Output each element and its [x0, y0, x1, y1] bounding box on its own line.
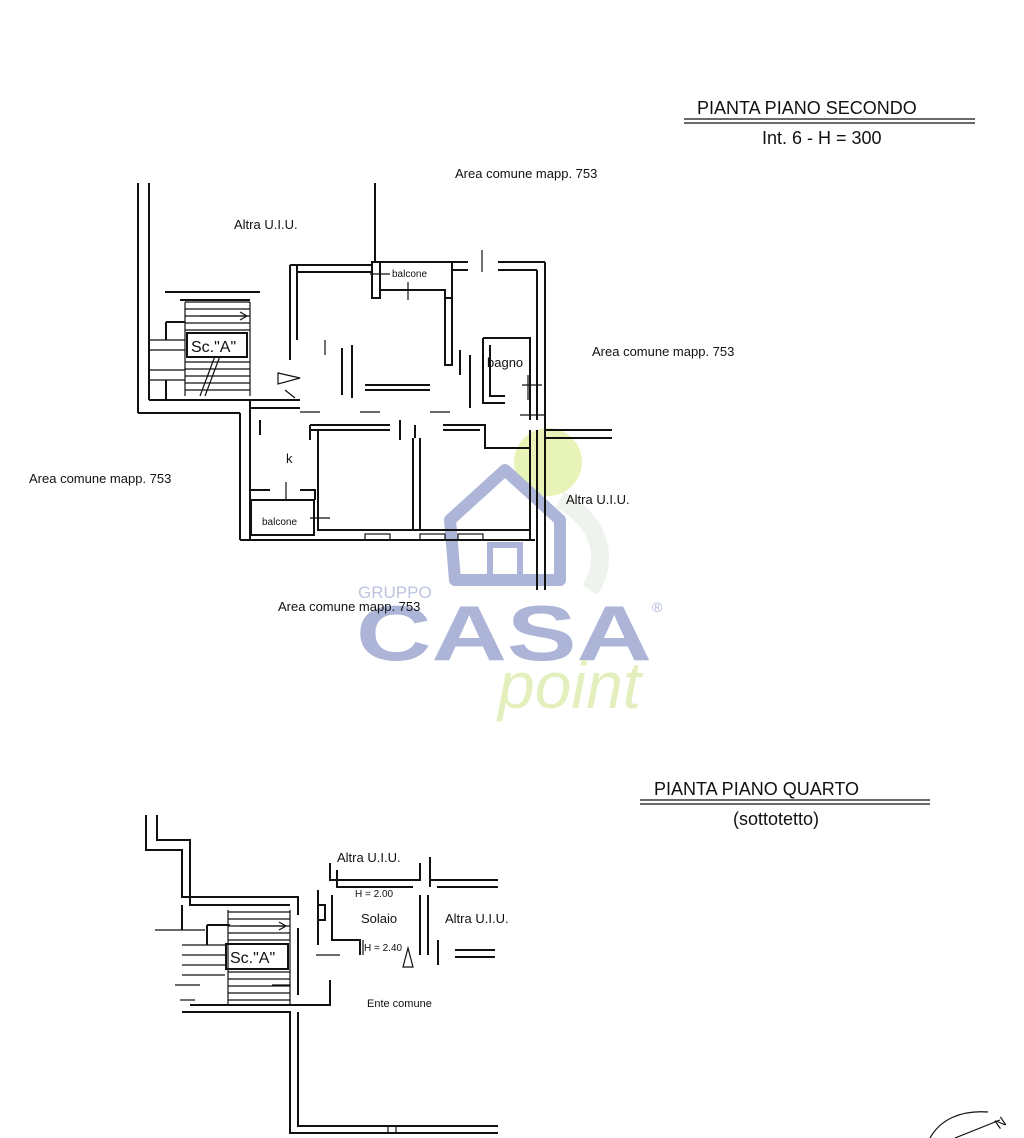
north-letter: N	[992, 1113, 1009, 1132]
watermark-casa: CASA	[356, 589, 652, 677]
stair-a-label: Sc."A"	[191, 339, 236, 356]
fourth-floor-title: PIANTA PIANO QUARTO	[654, 779, 859, 799]
fourth-floor-subtitle: (sottotetto)	[733, 809, 819, 829]
second-floor-subtitle: Int. 6 - H = 300	[762, 128, 882, 148]
stair-a-label-4: Sc."A"	[230, 950, 275, 967]
fourth-floor-plan: Sc."A" Altra U.I.U. H = 2.00 Solaio Altr…	[145, 815, 509, 1134]
north-arrow-icon: N	[929, 1111, 1009, 1138]
altra-uiu-right-4: Altra U.I.U.	[445, 911, 509, 926]
h-240-label: H = 2.40	[364, 943, 403, 954]
area-comune-top: Area comune mapp. 753	[455, 166, 597, 181]
balcone-top-label: balcone	[392, 269, 427, 280]
second-floor-plan: Sc."A" balcone bagno	[29, 166, 734, 614]
area-comune-left: Area comune mapp. 753	[29, 471, 171, 486]
h-200-label: H = 2.00	[355, 889, 394, 900]
area-comune-bottom: Area comune mapp. 753	[278, 599, 420, 614]
stair-a-fourth-floor: Sc."A"	[225, 910, 291, 1005]
casa-point-watermark: GRUPPO CASA ® point	[356, 428, 663, 722]
second-floor-title: PIANTA PIANO SECONDO	[697, 98, 917, 118]
area-comune-right: Area comune mapp. 753	[592, 344, 734, 359]
bagno-label: bagno	[487, 355, 523, 370]
watermark-house-icon	[444, 464, 566, 586]
watermark-registered: ®	[652, 599, 663, 615]
stair-a-second-floor: Sc."A"	[150, 291, 301, 400]
altra-uiu-top-4: Altra U.I.U.	[337, 850, 401, 865]
watermark-point: point	[496, 648, 644, 722]
kitchen-label: k	[286, 451, 293, 466]
watermark-gruppo: GRUPPO	[358, 583, 432, 602]
balcone-bottom-label: balcone	[262, 517, 297, 528]
altra-uiu-top: Altra U.I.U.	[234, 217, 298, 232]
altra-uiu-right: Altra U.I.U.	[566, 492, 630, 507]
ente-comune-label: Ente comune	[367, 998, 432, 1010]
solaio-label: Solaio	[361, 911, 397, 926]
